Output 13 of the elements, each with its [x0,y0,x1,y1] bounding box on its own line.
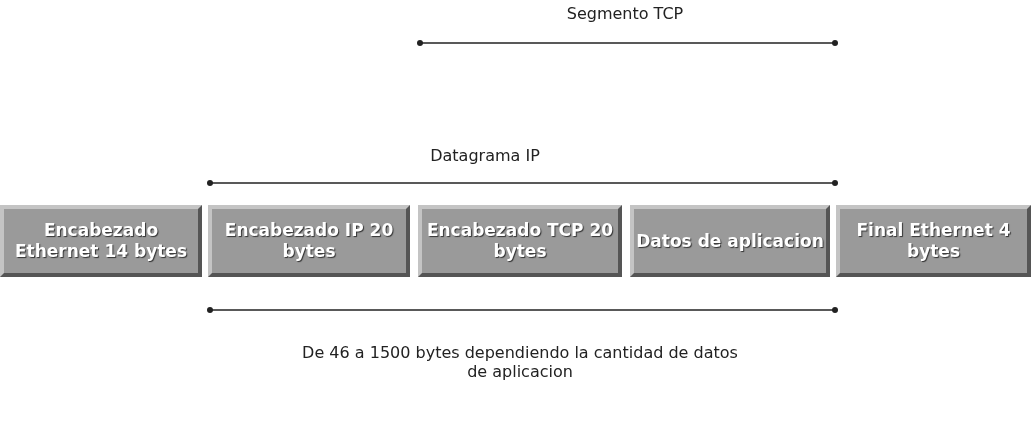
header-field-box [0,205,202,277]
header-field-box [630,205,830,277]
span-label: Segmento TCP [565,4,685,23]
header-field-box [836,205,1031,277]
span-label: De 46 a 1500 bytes dependiendo la cantidad de datos de aplicacion [301,343,739,381]
field-label: Final Ethernet 4 bytes [855,220,1012,262]
field-label: Encabezado Ethernet 14 bytes [13,220,188,262]
header-field-box [418,205,622,277]
header-field-box [208,205,410,277]
field-label: Encabezado TCP 20 bytes [425,220,615,262]
span-label: Datagrama IP [429,146,541,165]
field-label: Datos de aplicacion [636,230,824,252]
field-label: Encabezado IP 20 bytes [223,220,395,262]
